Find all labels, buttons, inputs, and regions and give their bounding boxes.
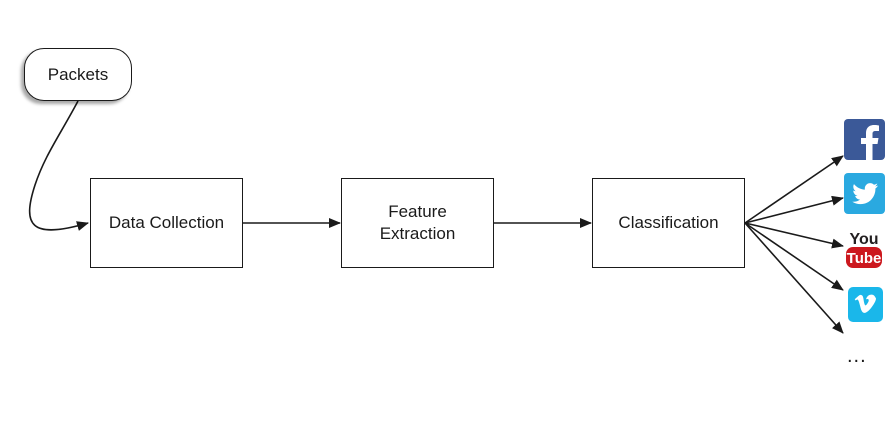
- classification-to-twitter-arrow: [744, 195, 844, 224]
- youtube-tube-text: Tube: [847, 250, 882, 267]
- classification-to-more-arrow: [744, 222, 844, 334]
- feature-extraction-box: Feature Extraction: [341, 178, 494, 268]
- data-collection-box: Data Collection: [90, 178, 243, 268]
- data-collection-label: Data Collection: [108, 213, 225, 232]
- packets-label: Packets: [47, 64, 109, 84]
- twitter-icon: [844, 173, 885, 214]
- packets-node: Packets: [24, 48, 132, 101]
- classification-to-facebook-arrow: [744, 155, 844, 224]
- youtube-you-text: You: [849, 231, 878, 248]
- classification-label: Classification: [618, 213, 719, 232]
- classification-to-vimeo-arrow: [744, 222, 844, 291]
- youtube-icon: You Tube: [844, 228, 884, 270]
- more-outputs-ellipsis: ...: [847, 345, 867, 367]
- feature-extraction-label: Feature Extraction: [379, 202, 456, 243]
- packets-to-collection-connector: [28, 100, 89, 231]
- facebook-icon: [844, 119, 885, 160]
- vimeo-icon: [848, 287, 883, 322]
- classification-box: Classification: [592, 178, 745, 268]
- classification-to-youtube-arrow: [744, 222, 844, 249]
